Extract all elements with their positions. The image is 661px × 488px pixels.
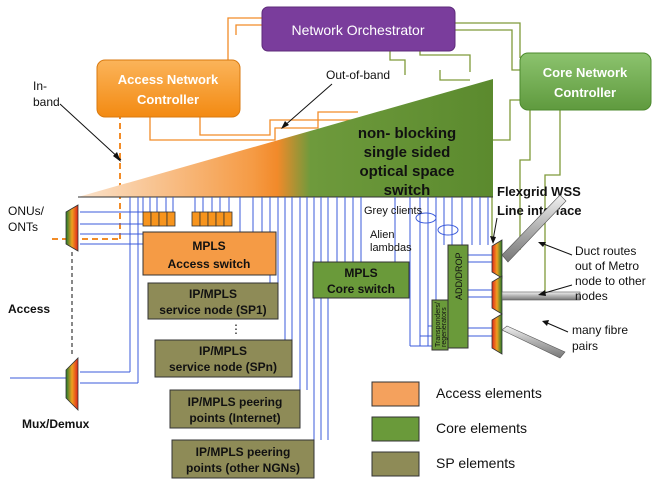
- onus-line1: ONUs/: [8, 204, 45, 218]
- outofband-arrowhead: [281, 121, 289, 129]
- switch-label: non- blocking single sided optical space…: [358, 125, 456, 199]
- access-controller-line1: Access Network: [118, 72, 219, 87]
- legend-label-access: Access elements: [436, 385, 542, 401]
- fibre-arrowhead: [542, 320, 549, 326]
- alien-lambdas-ellipse: [437, 224, 459, 236]
- mpls-core-line1: MPLS: [344, 266, 377, 280]
- transponders-line1: Transponders/: [435, 302, 442, 347]
- flexgrid-arrowhead: [490, 236, 496, 244]
- mpls-core-line2: Core switch: [327, 282, 395, 296]
- access-network-controller-box: [96, 59, 241, 118]
- duct-line2: out of Metro: [575, 259, 639, 273]
- core-controller-line1: Core Network: [543, 65, 628, 80]
- sp1-box: [147, 282, 279, 320]
- spn-line2: service node (SPn): [169, 360, 277, 374]
- grey-clients-label: Grey clients: [364, 205, 423, 217]
- legend-label-core: Core elements: [436, 420, 527, 436]
- duct-line3: node to other: [575, 274, 646, 288]
- access-label: Access: [8, 302, 50, 316]
- flexgrid-arrow: [492, 217, 498, 241]
- inband-arrowhead: [113, 152, 121, 162]
- fibre-line1: many fibre: [572, 323, 628, 337]
- sp1-line1: IP/MPLS: [189, 287, 237, 301]
- alien-lambdas-line1: Alien: [370, 229, 394, 241]
- spn-box: [154, 339, 293, 378]
- switch-line1: non- blocking: [358, 125, 456, 142]
- duct-arrow-mid: [540, 284, 573, 295]
- peering-internet-box: [169, 389, 301, 429]
- legend-label-sp: SP elements: [436, 455, 515, 471]
- outofband-arrow: [282, 83, 333, 128]
- network-orchestrator-label: Network Orchestrator: [291, 22, 424, 38]
- switch-line2: single sided: [364, 144, 451, 161]
- mux-demux: [65, 357, 79, 411]
- switch-line3: optical space: [359, 163, 454, 180]
- spn-line1: IP/MPLS: [199, 344, 247, 358]
- duct-line1: Duct routes: [575, 244, 636, 258]
- sp-ellipsis: ⋮: [230, 322, 242, 336]
- add-drop-box: [447, 244, 469, 349]
- mpls-access-switch-box: [142, 231, 277, 276]
- fibre-arrow: [544, 321, 569, 333]
- legend-swatch-core: [371, 416, 420, 442]
- pipe-straight: [501, 291, 581, 301]
- fibre-line2: pairs: [572, 339, 598, 353]
- core-controller-line2: Controller: [554, 85, 616, 100]
- flexgrid-line2: Line interface: [497, 203, 582, 218]
- pipe-up: [501, 194, 567, 263]
- onu-mux: [65, 204, 79, 252]
- duct-arrowhead-up: [538, 242, 546, 247]
- mpls-core-switch-box: [312, 261, 410, 299]
- pipe-down: [501, 325, 566, 359]
- wss-bottom: [491, 313, 503, 355]
- inband-label-1: In-: [33, 79, 47, 93]
- outofband-label: Out-of-band: [326, 68, 390, 82]
- switch-line4: switch: [384, 182, 431, 199]
- access-controller-line2: Controller: [137, 92, 199, 107]
- mpls-access-line2: Access switch: [168, 257, 251, 271]
- duct-arrow-up: [540, 242, 573, 256]
- mpls-access-line1: MPLS: [192, 239, 225, 253]
- transponders-line2: regenerators: [441, 307, 448, 347]
- peering-ngn-box: [171, 439, 315, 479]
- wss-top: [491, 239, 503, 279]
- peering-ngn-line1: IP/MPLS peering: [196, 445, 291, 459]
- alien-lambdas-line2: lambdas: [370, 242, 412, 254]
- peering-ngn-line2: points (other NGNs): [186, 461, 300, 475]
- onus-line2: ONTs: [8, 220, 38, 234]
- access-ports: [142, 211, 233, 227]
- core-network-controller-box: [519, 52, 652, 111]
- flexgrid-line1: Flexgrid WSS: [497, 184, 581, 199]
- optical-switch-wedge: [78, 79, 493, 197]
- sp1-line2: service node (SP1): [159, 303, 266, 317]
- peering-internet-line1: IP/MPLS peering: [188, 395, 283, 409]
- network-orchestrator-box: [261, 6, 456, 52]
- inband-label-2: band: [33, 95, 60, 109]
- grey-clients-ellipse: [415, 212, 437, 224]
- duct-arrowhead-mid: [538, 290, 546, 296]
- wss-middle: [491, 275, 503, 315]
- add-drop-label: ADD/DROP: [454, 252, 464, 300]
- inband-arrow: [59, 103, 122, 161]
- legend-swatch-access: [371, 381, 420, 407]
- peering-internet-line2: points (Internet): [189, 411, 280, 425]
- fibre-lines: [10, 197, 492, 440]
- duct-line4: nodes: [575, 289, 608, 303]
- legend: Access elements Core elements SP element…: [371, 381, 542, 477]
- legend-swatch-sp: [371, 451, 420, 477]
- muxdemux-label: Mux/Demux: [22, 417, 90, 431]
